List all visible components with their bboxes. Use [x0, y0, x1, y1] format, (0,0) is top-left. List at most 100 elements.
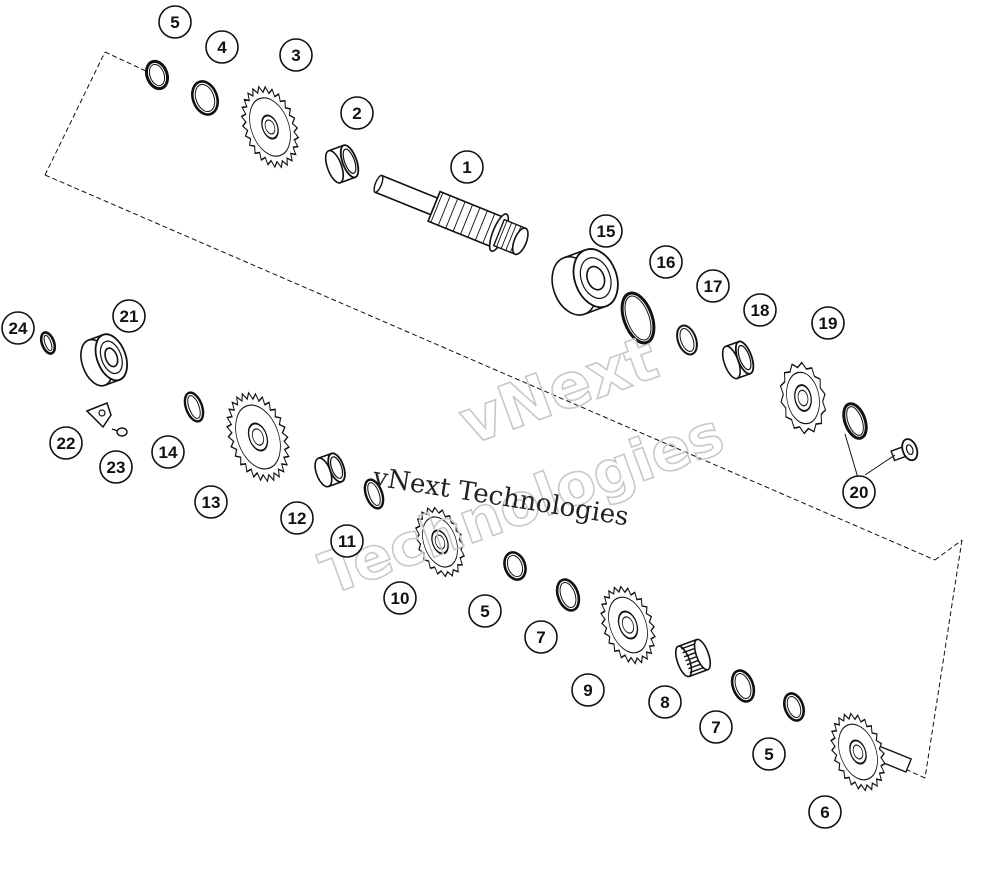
- callout-23: 23: [99, 450, 133, 484]
- callout-number: 10: [391, 589, 410, 608]
- callout-number: 5: [170, 13, 179, 32]
- callout-number: 5: [480, 602, 489, 621]
- circlip-5-mid-outer: [503, 551, 527, 581]
- callout-15: 15: [589, 214, 623, 248]
- circlip-5-low-outer: [782, 692, 806, 722]
- callout-circle: [743, 293, 777, 327]
- callout-number: 21: [120, 307, 139, 326]
- gear-10-bore: [434, 534, 446, 550]
- callout-circle: [205, 30, 239, 64]
- callout-9: 9: [571, 673, 605, 707]
- gear-10-rim: [422, 516, 458, 568]
- circlip-5-mid: [503, 551, 527, 581]
- callout-number: 1: [462, 158, 471, 177]
- callout-circle: [699, 710, 733, 744]
- bolt-20: [890, 438, 919, 462]
- callout-6: 6: [808, 795, 842, 829]
- washer-7-mid: [555, 578, 581, 612]
- washer-7-low-outer: [730, 669, 756, 703]
- callout-number: 7: [711, 718, 720, 737]
- gear-9-rim: [608, 596, 648, 654]
- callout-number: 8: [660, 693, 669, 712]
- gear-13-bore: [251, 428, 265, 446]
- callout-number: 18: [751, 301, 770, 320]
- callout-16: 16: [649, 245, 683, 279]
- callout-13: 13: [194, 485, 228, 519]
- washer-4: [191, 80, 219, 116]
- callout-circle: [194, 485, 228, 519]
- callout-12: 12: [280, 501, 314, 535]
- seal-16-outer: [620, 291, 656, 345]
- gear-3-bore: [264, 119, 276, 135]
- circlip-5-top: [144, 59, 170, 91]
- oring-17-inner: [679, 328, 695, 352]
- callout-circle: [450, 150, 484, 184]
- callout-circle: [99, 450, 133, 484]
- washer-4-inner: [194, 83, 216, 113]
- callout-5: 5: [752, 737, 786, 771]
- callout-circle: [468, 594, 502, 628]
- sprocket-19-hub: [794, 384, 812, 412]
- callout-number: 13: [202, 493, 221, 512]
- callout-layer: 1234555677891011121314151617181920212223…: [1, 5, 876, 829]
- callout-19: 19: [811, 306, 845, 340]
- callout-circle: [280, 501, 314, 535]
- washer-11: [363, 478, 385, 510]
- callout-5: 5: [468, 594, 502, 628]
- callout-circle: [151, 435, 185, 469]
- callout-8: 8: [648, 685, 682, 719]
- callout-circle: [649, 245, 683, 279]
- washer-11-outer: [363, 478, 385, 510]
- washer-7-mid-outer: [555, 578, 581, 612]
- callout-circle: [383, 581, 417, 615]
- callout-24: 24: [1, 311, 35, 345]
- callout-number: 4: [217, 38, 227, 57]
- washer-7-low: [730, 669, 756, 703]
- washer-7-mid-inner: [559, 582, 577, 608]
- washer-11-inner: [367, 482, 381, 506]
- callout-number: 20: [850, 483, 869, 502]
- bushing-12: [314, 452, 346, 488]
- circlip-5-mid-inner: [506, 554, 524, 578]
- callout-circle: [340, 96, 374, 130]
- washer-20-outer: [842, 402, 868, 440]
- callout-circle: [811, 306, 845, 340]
- callout-7: 7: [524, 620, 558, 654]
- seal-16: [620, 291, 656, 345]
- callout-number: 19: [819, 314, 838, 333]
- washer-14-outer: [183, 391, 205, 423]
- callout-number: 14: [159, 443, 178, 462]
- washer-7-low-inner: [734, 673, 752, 699]
- sprocket-19-bore: [797, 389, 809, 407]
- circlip-24: [39, 331, 57, 355]
- callout-21: 21: [112, 299, 146, 333]
- callout-10: 10: [383, 581, 417, 615]
- callout-circle: [49, 426, 83, 460]
- callout-circle: [279, 38, 313, 72]
- callout-17: 17: [696, 269, 730, 303]
- circlip-5-low-inner: [786, 695, 802, 719]
- bushing-2: [324, 144, 360, 184]
- callout-number: 9: [583, 681, 592, 700]
- circlip-5-top-outer: [144, 59, 170, 91]
- callout-number: 6: [820, 803, 829, 822]
- callout-1: 1: [450, 150, 484, 184]
- callout-20: 20: [842, 475, 876, 509]
- gear-13-rim: [235, 404, 281, 470]
- bearing-21: [71, 333, 128, 392]
- gear-6: [830, 712, 886, 792]
- gear-6-rim: [838, 723, 878, 781]
- callout-11: 11: [330, 524, 364, 558]
- oring-17: [676, 324, 698, 356]
- gear-9-bore: [621, 616, 635, 634]
- needle-bearing-8: [674, 638, 712, 678]
- callout-circle: [808, 795, 842, 829]
- callout-circle: [842, 475, 876, 509]
- circlip-24-outer: [39, 331, 57, 355]
- callout-number: 22: [57, 434, 76, 453]
- shift-lever-22: [85, 402, 112, 429]
- callout-circle: [571, 673, 605, 707]
- screw-23: [111, 427, 128, 437]
- callout-circle: [330, 524, 364, 558]
